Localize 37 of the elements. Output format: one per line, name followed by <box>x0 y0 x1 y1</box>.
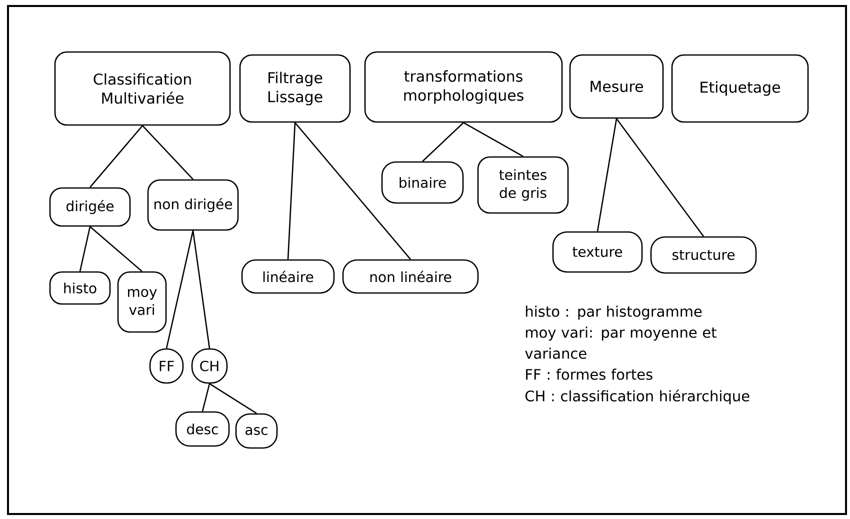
connector-line <box>422 122 464 162</box>
connector-line <box>463 122 524 157</box>
connector-line <box>294 122 411 260</box>
rounded-box: texture <box>552 231 643 273</box>
rounded-box: Filtrage Lissage <box>239 54 351 123</box>
rounded-box: desc <box>175 411 230 447</box>
rounded-box: structure <box>650 236 757 274</box>
rounded-box: binaire <box>381 161 464 204</box>
rounded-box: FF <box>149 348 184 384</box>
legend-note: CH : classification hiérarchique <box>525 390 750 404</box>
rounded-box: teintes de gris <box>477 156 569 214</box>
connector-line <box>202 384 210 412</box>
connector-line <box>90 125 143 188</box>
connector-line <box>142 125 194 180</box>
rounded-box: Classification Multivariée <box>54 51 231 126</box>
connector-line <box>596 118 618 232</box>
connector-line <box>79 226 91 272</box>
legend-note: FF : formes fortes <box>526 368 652 380</box>
rounded-box: Mesure <box>569 54 664 119</box>
rounded-box: dirigée <box>49 187 131 227</box>
rounded-box: asc <box>235 413 278 449</box>
rounded-box: transformations morphologiques <box>364 51 563 123</box>
rounded-box: CH <box>191 348 228 384</box>
rounded-box: non dirigée <box>147 179 239 231</box>
connector-line <box>616 118 704 237</box>
legend-note: histo : par histogramme <box>526 306 702 320</box>
legend-note: moy vari: par moyenne et variance <box>525 326 716 359</box>
rounded-box: histo <box>49 271 111 305</box>
connector-line <box>287 122 296 260</box>
rounded-box: non linéaire <box>342 259 479 294</box>
connector-line <box>209 383 257 414</box>
connector-line <box>166 230 194 348</box>
rounded-box: Etiquetage <box>671 54 809 123</box>
connector-line <box>192 230 210 348</box>
rounded-box: moy vari <box>117 271 167 333</box>
rounded-box: linéaire <box>241 259 335 294</box>
connector-line <box>90 226 142 272</box>
